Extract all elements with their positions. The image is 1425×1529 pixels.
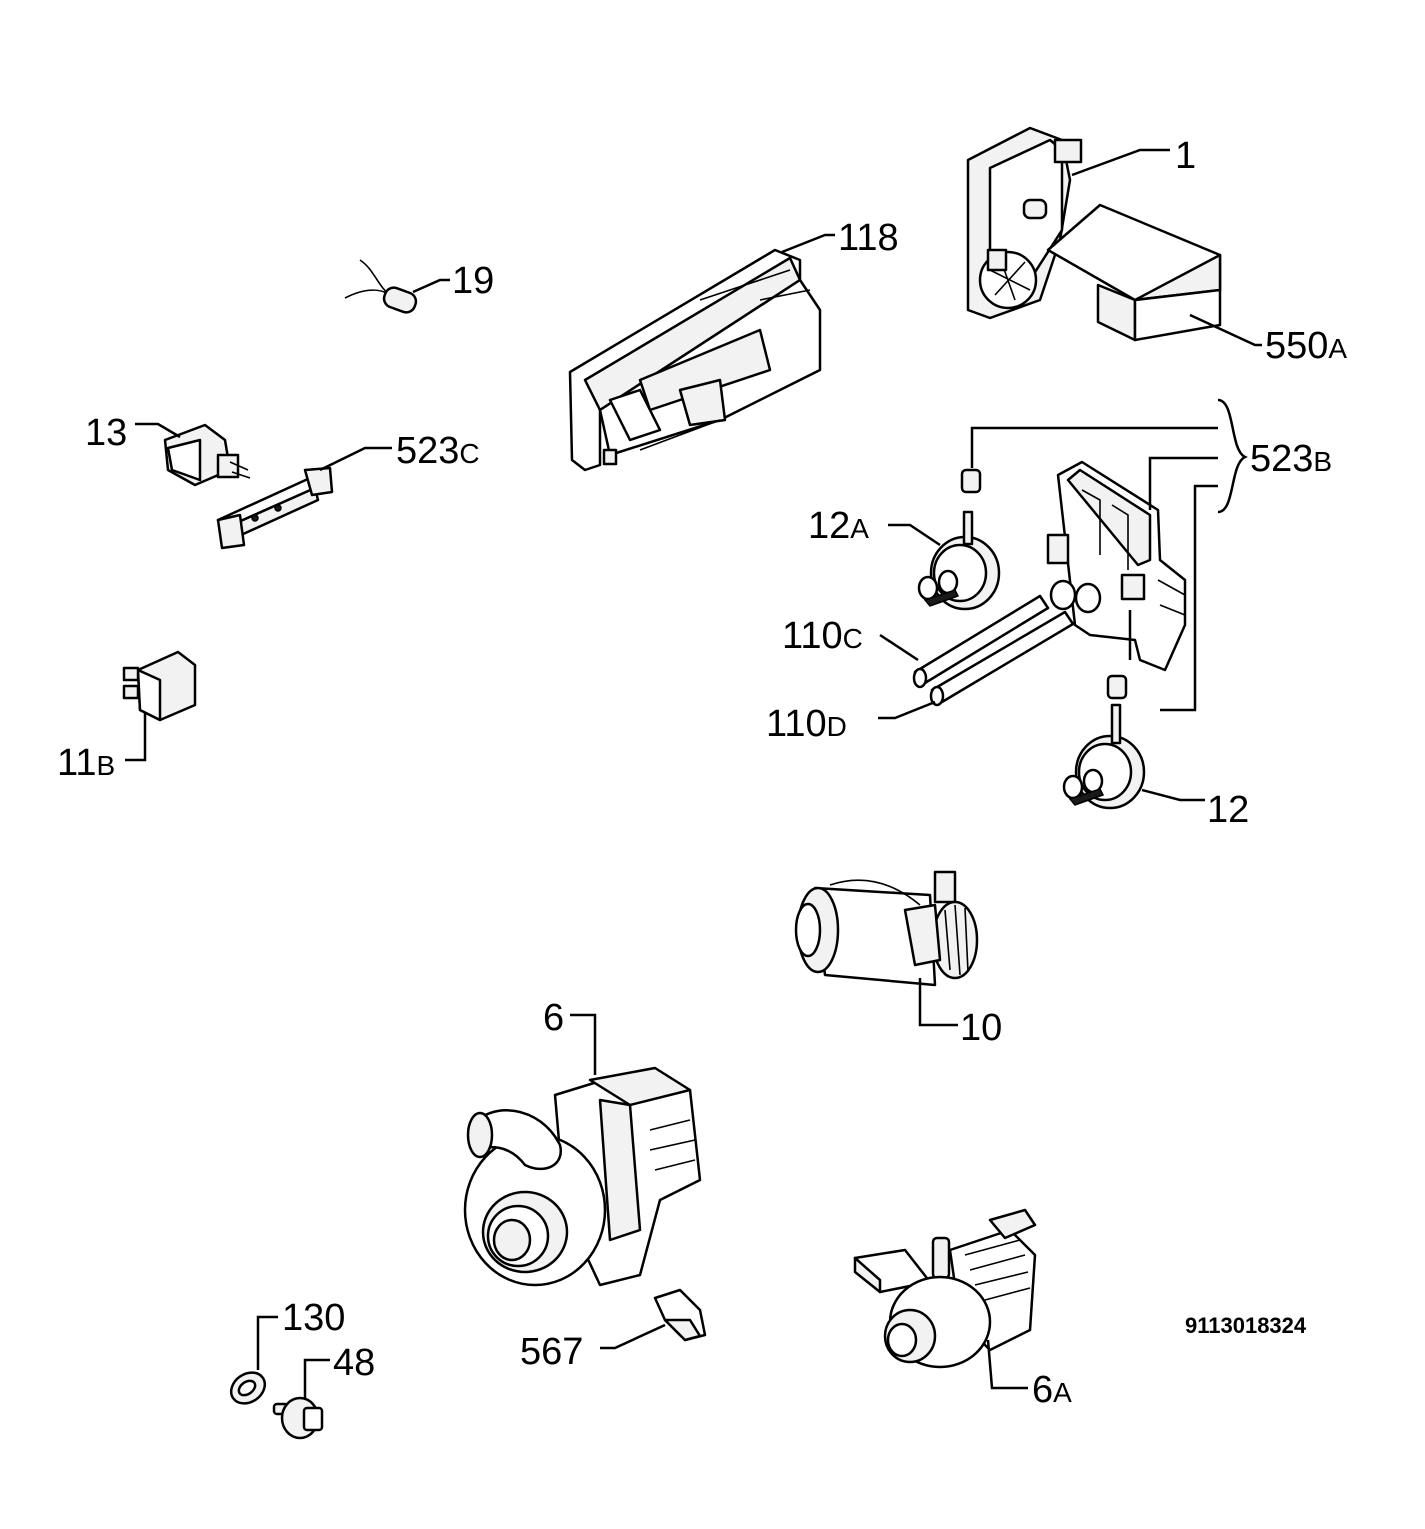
- part-label-550a: 550A: [1265, 325, 1347, 367]
- part-label-48: 48: [333, 1342, 375, 1384]
- pressure-switch-icon: [1062, 703, 1205, 810]
- mounting-frame-icon: [960, 398, 1248, 712]
- part-label-130: 130: [282, 1297, 345, 1339]
- part-label-110c: 110C: [782, 615, 863, 657]
- sensor-capsule-icon: [344, 259, 450, 314]
- drain-pump-icon: [853, 1208, 1037, 1390]
- part-label-1: 1: [1175, 135, 1196, 177]
- hose-icon: [879, 594, 1050, 689]
- control-panel-housing-icon: [568, 233, 835, 472]
- clip-icon: [600, 1288, 707, 1350]
- box-cover-icon: [1046, 203, 1262, 347]
- part-label-13: 13: [85, 412, 127, 454]
- bracket-icon: [216, 446, 392, 550]
- part-label-523b: 523B: [1250, 438, 1332, 480]
- part-label-19: 19: [452, 260, 494, 302]
- relay-icon: [122, 650, 197, 762]
- gasket-ring-icon: [229, 1315, 278, 1405]
- part-label-10: 10: [960, 1007, 1002, 1049]
- diagram-code: 9113018324: [1185, 1313, 1307, 1338]
- plug-icon: [272, 1358, 330, 1440]
- part-label-523c: 523C: [396, 430, 480, 472]
- part-label-12: 12: [1207, 789, 1249, 831]
- circulation-pump-icon: [463, 1013, 702, 1287]
- solenoid-valve-icon: [794, 870, 979, 1027]
- hose-icon: [878, 610, 1075, 720]
- switch-icon: [135, 422, 251, 487]
- part-label-110d: 110D: [766, 703, 847, 745]
- part-label-567: 567: [520, 1331, 583, 1373]
- part-label-6: 6: [543, 997, 564, 1039]
- timer-module-icon: [966, 126, 1170, 320]
- pressure-switch-icon: [888, 510, 1001, 611]
- part-label-11b: 11B: [57, 742, 115, 784]
- part-label-12a: 12A: [808, 505, 869, 547]
- part-label-6a: 6A: [1032, 1369, 1072, 1411]
- part-label-118: 118: [838, 217, 899, 259]
